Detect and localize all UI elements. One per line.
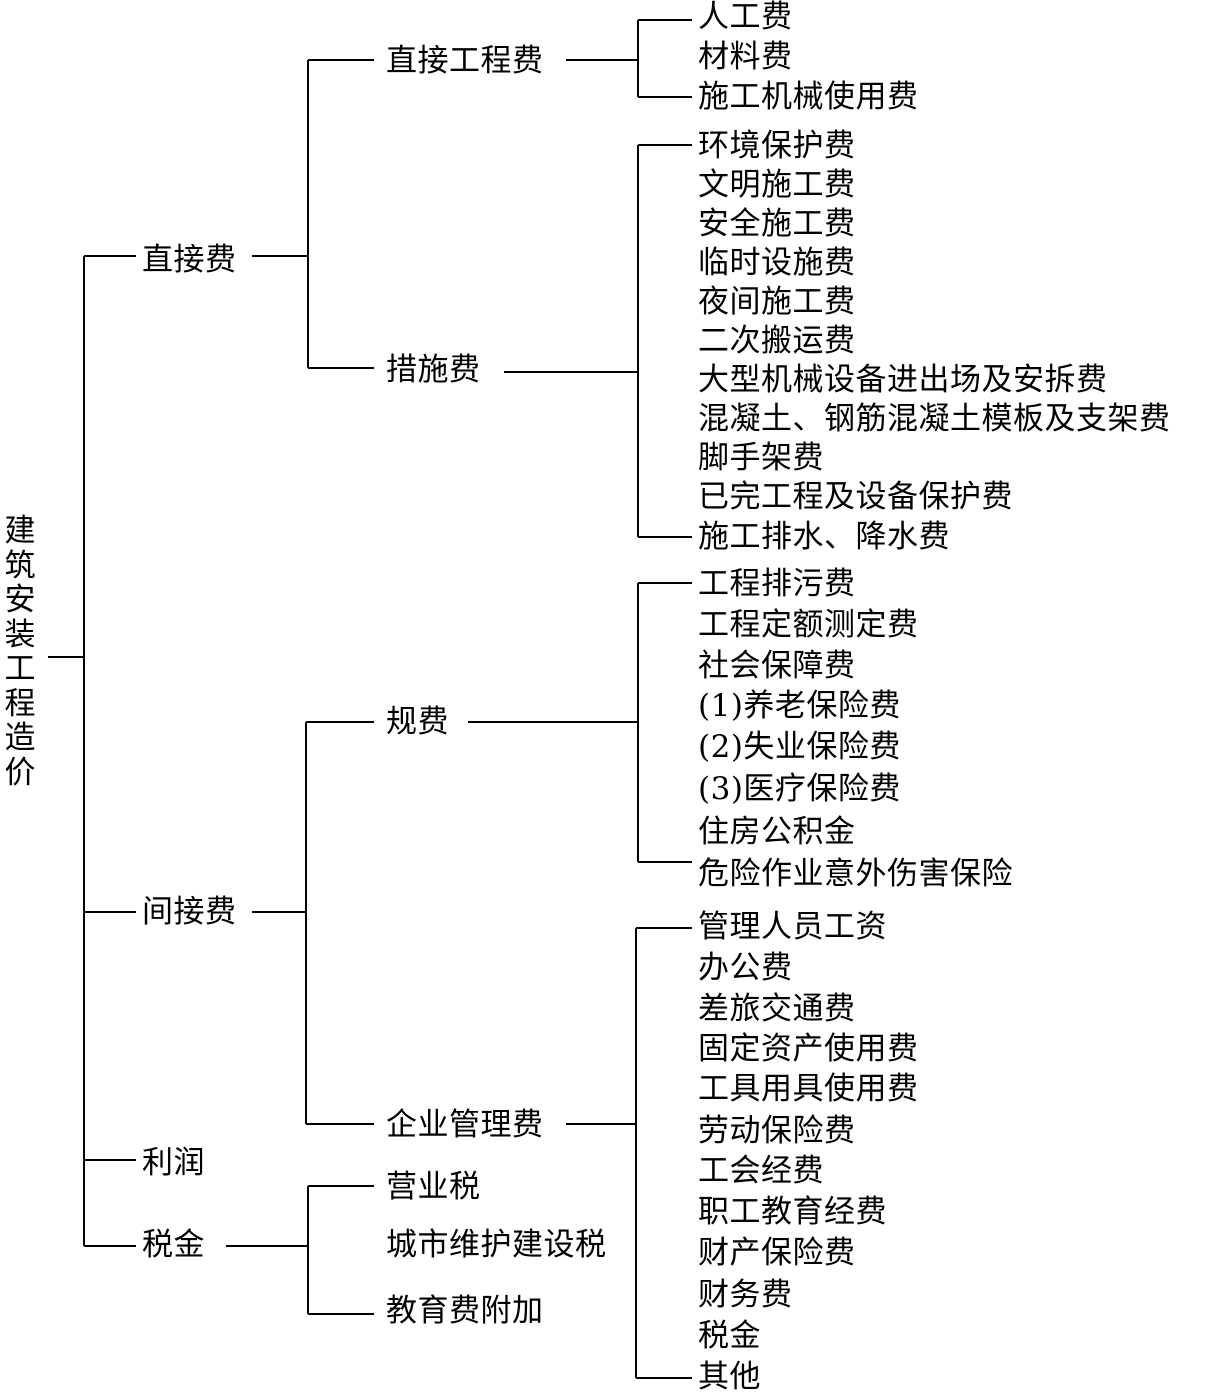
leaf-item: 工具用具使用费 — [698, 1071, 919, 1107]
leaf-item: 住房公积金 — [698, 814, 856, 850]
leaf-item: 职工教育经费 — [698, 1194, 887, 1230]
leaf-item: 文明施工费 — [698, 167, 856, 203]
node-measures-cost: 措施费 — [386, 352, 481, 388]
node-profit: 利润 — [142, 1145, 205, 1181]
leaf-item: 夜间施工费 — [698, 284, 856, 320]
node-tax: 税金 — [142, 1227, 205, 1263]
leaf-item: 人工费 — [698, 0, 793, 35]
leaf-item: (3)医疗保险费 — [698, 771, 901, 807]
leaf-item: 危险作业意外伤害保险 — [698, 856, 1013, 892]
leaf-item: 材料费 — [698, 39, 793, 75]
leaf-item: 混凝土、钢筋混凝土模板及支架费 — [698, 401, 1171, 437]
leaf-item: (2)失业保险费 — [698, 729, 901, 765]
leaf-item: 临时设施费 — [698, 245, 856, 281]
leaf-item: 脚手架费 — [698, 440, 824, 476]
node-regulatory-fees: 规费 — [386, 704, 449, 740]
leaf-item: 工程定额测定费 — [698, 607, 919, 643]
leaf-item: 税金 — [698, 1318, 761, 1354]
leaf-item: 社会保障费 — [698, 648, 856, 684]
node-direct-engineering-cost: 直接工程费 — [386, 43, 544, 79]
leaf-item: 工会经费 — [698, 1153, 824, 1189]
leaf-item: 环境保护费 — [698, 128, 856, 164]
leaf-item: 办公费 — [698, 950, 793, 986]
leaf-item: 其他 — [698, 1359, 761, 1395]
leaf-item: 管理人员工资 — [698, 909, 887, 945]
leaf-item: 财务费 — [698, 1277, 793, 1313]
node-enterprise-management-cost: 企业管理费 — [386, 1107, 544, 1143]
leaf-item: 大型机械设备进出场及安拆费 — [698, 362, 1108, 398]
leaf-item: 劳动保险费 — [698, 1113, 856, 1149]
node-education-surcharge: 教育费附加 — [386, 1293, 544, 1329]
leaf-item: 工程排污费 — [698, 566, 856, 602]
leaf-item: (1)养老保险费 — [698, 688, 901, 724]
node-direct-cost: 直接费 — [142, 242, 237, 278]
leaf-item: 已完工程及设备保护费 — [698, 479, 1013, 515]
node-indirect-cost: 间接费 — [142, 894, 237, 930]
leaf-item: 安全施工费 — [698, 206, 856, 242]
leaf-item: 施工排水、降水费 — [698, 519, 950, 555]
root-node: 建筑安装工程造价 — [4, 513, 36, 791]
leaf-item: 二次搬运费 — [698, 323, 856, 359]
leaf-item: 差旅交通费 — [698, 991, 856, 1027]
node-business-tax: 营业税 — [386, 1169, 481, 1205]
leaf-item: 施工机械使用费 — [698, 79, 919, 115]
leaf-item: 固定资产使用费 — [698, 1031, 919, 1067]
node-city-maintenance-tax: 城市维护建设税 — [386, 1227, 607, 1263]
leaf-item: 财产保险费 — [698, 1235, 856, 1271]
